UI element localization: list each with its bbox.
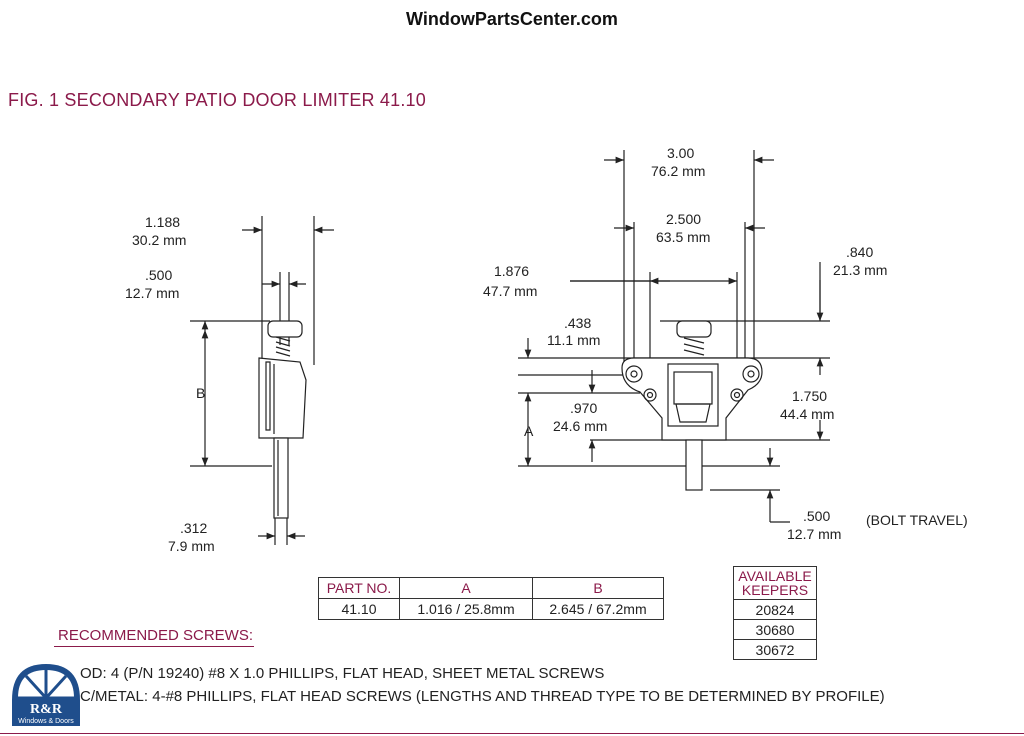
keepers-header-line1: AVAILABLE xyxy=(738,568,812,584)
keepers-table: AVAILABLE KEEPERS 20824 30680 30672 xyxy=(733,566,817,660)
keeper-item: 20824 xyxy=(733,599,817,620)
front-holes-in: 2.500 xyxy=(666,211,701,227)
cell-b: 2.645 / 67.2mm xyxy=(532,598,664,620)
site-header: WindowPartsCenter.com xyxy=(406,9,618,29)
screw-spec-line: OD: 4 (P/N 19240) #8 X 1.0 PHILLIPS, FLA… xyxy=(80,665,605,682)
side-view xyxy=(190,216,334,545)
list-item: 30672 xyxy=(733,639,817,660)
cell-part-no: 41.10 xyxy=(318,598,400,620)
header-a: A xyxy=(399,577,533,599)
keeper-item: 30672 xyxy=(733,639,817,660)
logo-text: R&R xyxy=(30,702,63,717)
side-width-in: 1.188 xyxy=(145,214,180,230)
bolt-travel-label: (BOLT TRAVEL) xyxy=(866,512,968,528)
keepers-header-line2: KEEPERS xyxy=(741,582,809,598)
parts-table: PART NO. A B 41.10 1.016 / 25.8mm 2.645 … xyxy=(318,577,664,620)
table-row: 41.10 1.016 / 25.8mm 2.645 / 67.2mm xyxy=(318,598,664,620)
keepers-header-row: AVAILABLE KEEPERS xyxy=(733,566,817,600)
list-item: 30680 xyxy=(733,619,817,640)
front-travel-in: .500 xyxy=(803,508,830,524)
cell-a: 1.016 / 25.8mm xyxy=(399,598,533,620)
front-body-in: 1.876 xyxy=(494,263,529,279)
front-label-a: A xyxy=(524,423,534,439)
front-knob-in: .438 xyxy=(564,315,591,331)
list-item: 20824 xyxy=(733,599,817,620)
screws-heading: RECOMMENDED SCREWS: xyxy=(58,627,254,644)
side-label-b: B xyxy=(196,385,205,401)
front-mid-in: .970 xyxy=(570,400,597,416)
side-width-mm: 30.2 mm xyxy=(132,232,186,248)
header-b: B xyxy=(532,577,664,599)
front-knob-mm: 11.1 mm xyxy=(547,332,600,348)
front-overall-in: 3.00 xyxy=(667,145,694,161)
side-bolt-in: .500 xyxy=(145,267,172,283)
table-header-row: PART NO. A B xyxy=(318,577,664,599)
header-part-no: PART NO. xyxy=(318,577,400,599)
front-top-mm: 21.3 mm xyxy=(833,262,887,278)
side-shaft-mm: 7.9 mm xyxy=(168,538,215,554)
front-overall-mm: 76.2 mm xyxy=(651,163,705,179)
front-height-mm: 44.4 mm xyxy=(780,406,834,422)
rr-windows-logo: R&R Windows & Doors xyxy=(12,664,80,726)
side-bolt-mm: 12.7 mm xyxy=(125,285,179,301)
front-travel-mm: 12.7 mm xyxy=(787,526,841,542)
screws-divider xyxy=(54,646,254,647)
side-shaft-in: .312 xyxy=(180,520,207,536)
front-top-in: .840 xyxy=(846,244,873,260)
logo-subtext: Windows & Doors xyxy=(18,718,74,725)
front-view xyxy=(518,150,830,523)
front-mid-mm: 24.6 mm xyxy=(553,418,607,434)
front-height-in: 1.750 xyxy=(792,388,827,404)
bottom-divider xyxy=(0,733,1024,734)
keeper-item: 30680 xyxy=(733,619,817,640)
front-body-mm: 47.7 mm xyxy=(483,283,537,299)
keepers-header: AVAILABLE KEEPERS xyxy=(733,566,817,600)
front-holes-mm: 63.5 mm xyxy=(656,229,710,245)
figure-title: FIG. 1 SECONDARY PATIO DOOR LIMITER 41.1… xyxy=(8,90,426,110)
screw-spec-line: C/METAL: 4-#8 PHILLIPS, FLAT HEAD SCREWS… xyxy=(80,688,885,705)
